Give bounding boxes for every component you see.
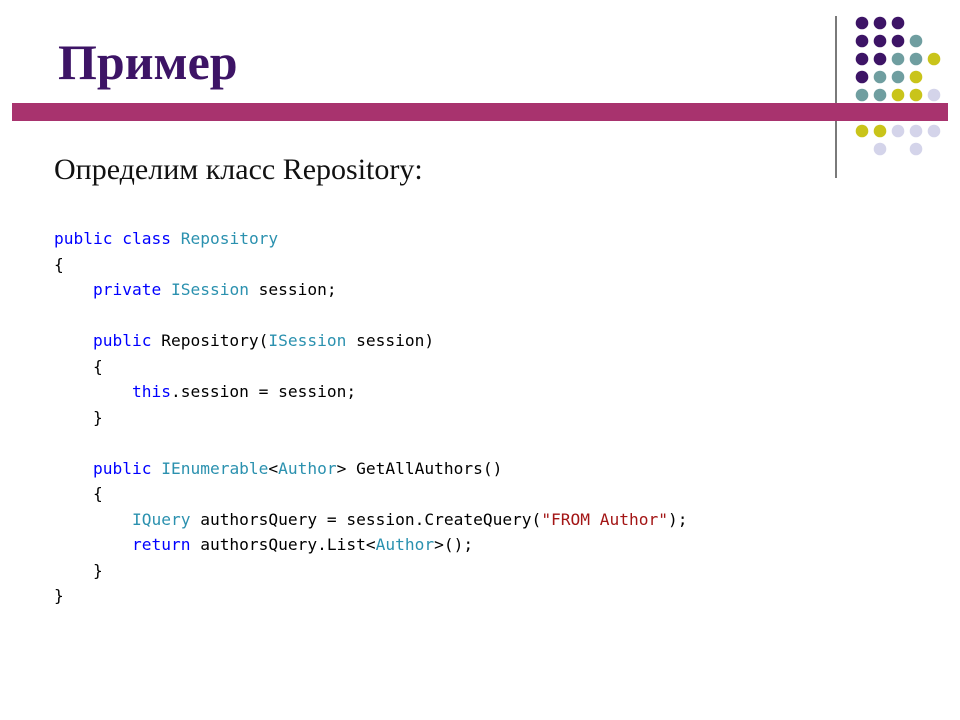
code-line: public class Repository bbox=[54, 226, 688, 252]
decorative-dot bbox=[873, 124, 887, 138]
decorative-dot bbox=[927, 52, 941, 66]
code-token: public bbox=[92, 458, 152, 478]
code-token: class bbox=[122, 229, 171, 248]
code-line: { bbox=[54, 481, 688, 507]
code-line: { bbox=[54, 354, 688, 380]
slide-title: Пример bbox=[58, 34, 238, 90]
code-line: this.session = session; bbox=[54, 379, 688, 405]
code-token: ISession bbox=[268, 331, 347, 350]
code-token bbox=[151, 459, 161, 478]
code-token: Repository( bbox=[151, 331, 269, 350]
decorative-dot bbox=[891, 70, 905, 84]
code-line: } bbox=[54, 583, 688, 609]
decorative-dot bbox=[891, 52, 905, 66]
code-block: public class Repository{ private ISessio… bbox=[54, 226, 688, 609]
slide-subtitle: Определим класс Repository: bbox=[54, 153, 423, 186]
code-token bbox=[112, 229, 122, 248]
code-line: { bbox=[54, 252, 688, 278]
decorative-dot bbox=[891, 16, 905, 30]
code-token: { bbox=[54, 254, 64, 274]
code-line bbox=[54, 430, 688, 456]
title-underline-bar bbox=[12, 103, 948, 121]
decorative-dot bbox=[855, 70, 869, 84]
code-token: Repository bbox=[180, 229, 279, 248]
decorative-dot bbox=[891, 124, 905, 138]
decorative-vertical-line bbox=[835, 16, 837, 178]
code-line: public Repository(ISession session) bbox=[54, 328, 688, 354]
decorative-dot bbox=[855, 124, 869, 138]
decorative-dot bbox=[855, 88, 869, 102]
decorative-dot bbox=[873, 34, 887, 48]
decorative-dot bbox=[873, 52, 887, 66]
code-token: ); bbox=[668, 509, 688, 529]
code-token: ISession bbox=[170, 280, 249, 299]
code-line: return authorsQuery.List<Author>(); bbox=[54, 532, 688, 558]
code-token: >(); bbox=[434, 535, 474, 554]
decorative-dot bbox=[909, 52, 923, 66]
code-token: IQuery bbox=[131, 509, 191, 529]
code-token: < bbox=[268, 458, 279, 478]
code-token: this bbox=[131, 382, 171, 401]
code-token: } bbox=[54, 560, 103, 580]
code-token: Author bbox=[375, 535, 435, 554]
code-token bbox=[54, 459, 93, 478]
code-token: { bbox=[54, 356, 103, 376]
code-token: session) bbox=[346, 331, 435, 350]
decorative-dot bbox=[909, 70, 923, 84]
code-token: { bbox=[54, 484, 103, 503]
code-token bbox=[54, 535, 132, 554]
code-line bbox=[54, 303, 688, 329]
decorative-dot bbox=[909, 88, 923, 102]
decorative-dot bbox=[927, 124, 941, 138]
code-token bbox=[54, 280, 93, 299]
code-line: IQuery authorsQuery = session.CreateQuer… bbox=[54, 507, 688, 533]
code-line: } bbox=[54, 405, 688, 431]
code-token: "FROM Author" bbox=[541, 509, 669, 529]
decorative-dot bbox=[873, 88, 887, 102]
decorative-dot bbox=[855, 16, 869, 30]
code-line: } bbox=[54, 558, 688, 584]
code-token bbox=[54, 331, 93, 350]
code-token: } bbox=[54, 407, 103, 427]
code-token: > GetAllAuthors() bbox=[336, 458, 503, 478]
decorative-dot bbox=[873, 70, 887, 84]
code-token: IEnumerable bbox=[161, 458, 269, 478]
code-token: public bbox=[54, 229, 113, 248]
code-token: authorsQuery = session.CreateQuery( bbox=[190, 509, 542, 529]
decorative-dot bbox=[909, 142, 923, 156]
code-token: public bbox=[92, 331, 152, 350]
decorative-dot bbox=[927, 88, 941, 102]
code-line: private ISession session; bbox=[54, 277, 688, 303]
decorative-dot bbox=[873, 142, 887, 156]
code-token: } bbox=[54, 586, 64, 605]
decorative-dot-grid bbox=[855, 16, 941, 156]
decorative-dot bbox=[855, 34, 869, 48]
code-token: .session = session; bbox=[170, 382, 357, 401]
code-token bbox=[54, 510, 132, 529]
code-token: session; bbox=[248, 280, 337, 299]
decorative-dot bbox=[891, 88, 905, 102]
code-token: authorsQuery.List< bbox=[190, 535, 376, 554]
code-line: public IEnumerable<Author> GetAllAuthors… bbox=[54, 456, 688, 482]
decorative-dot bbox=[909, 124, 923, 138]
decorative-dot bbox=[873, 16, 887, 30]
decorative-dot bbox=[909, 34, 923, 48]
decorative-dot bbox=[891, 34, 905, 48]
code-token: return bbox=[131, 535, 191, 554]
code-token: Author bbox=[278, 458, 337, 478]
code-token bbox=[54, 382, 132, 401]
code-token bbox=[171, 229, 181, 248]
code-token: private bbox=[92, 280, 162, 299]
decorative-dot bbox=[855, 52, 869, 66]
code-token bbox=[161, 280, 171, 299]
